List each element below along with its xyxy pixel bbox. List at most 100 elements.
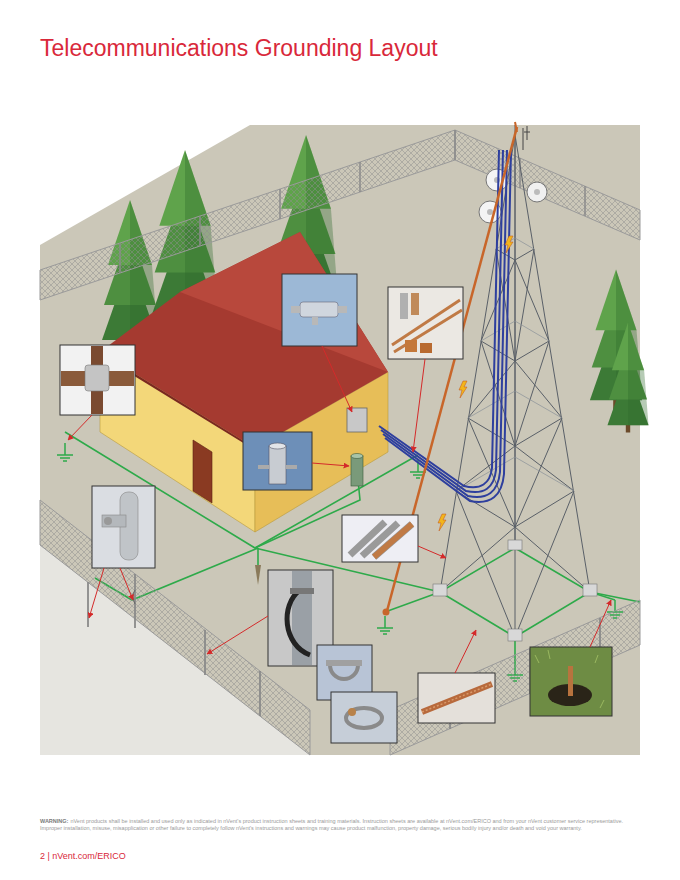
- ground-symbols-part: [57, 443, 73, 461]
- ground-bar-inset-part: [269, 446, 286, 484]
- strap-clamp-inset-part: [331, 692, 397, 743]
- stranded-conductor-inset: [342, 515, 418, 562]
- surge-protector-inset-part: [300, 302, 338, 317]
- stranded-conductor-inset-part: [342, 515, 418, 562]
- leader-arrows-part: [207, 616, 268, 654]
- ground-rods-inset-part: [420, 343, 432, 353]
- fence-clamp-inset-part: [92, 486, 155, 568]
- leader-arrows: [68, 346, 611, 673]
- fence-clamp-inset-part: [104, 517, 112, 525]
- leader-arrows-part: [89, 568, 104, 618]
- ground-plane-part: [40, 125, 640, 755]
- ground-bar-cylinder-part: [351, 456, 363, 486]
- strap-clamp-inset: [331, 692, 397, 743]
- ground-rods-inset-part: [411, 293, 419, 315]
- microwave-dishes-part: [523, 126, 530, 150]
- cable-clamp-inset-part: [85, 365, 109, 391]
- leader-arrows-part: [312, 463, 349, 466]
- u-bolt-clamp-inset-part: [326, 660, 362, 666]
- stranded-conductor-inset-part: [350, 522, 412, 557]
- ground-rods-inset-part: [405, 340, 417, 352]
- surge-protector-inset-part: [291, 306, 300, 313]
- shelter-building-part: [193, 440, 212, 503]
- ground-rod-soil-inset-part: [535, 650, 604, 708]
- strap-clamp-inset-part: [348, 708, 356, 716]
- leader-arrows-part: [418, 546, 446, 558]
- cable-clamp-inset: [60, 345, 135, 415]
- cable-clamp-inset-part: [60, 345, 135, 415]
- leader-arrows-part: [68, 415, 92, 440]
- tower-footings-part: [433, 584, 447, 596]
- surge-protector-inset-part: [312, 317, 318, 325]
- pole-clamp-inset-part: [287, 590, 310, 655]
- ground-rods-inset-part: [388, 287, 463, 359]
- down-conductor-part: [515, 122, 517, 132]
- leader-arrows-part: [120, 568, 133, 600]
- copper-wire-inset-part: [422, 684, 492, 712]
- tower-footings-part: [508, 629, 522, 641]
- front-fence-part: [390, 600, 640, 755]
- ground-rods-inset: [388, 287, 463, 359]
- ground-ring-wires-part: [385, 592, 440, 612]
- ground-bar-inset-part: [269, 443, 286, 449]
- copper-wire-inset: [418, 673, 495, 723]
- lattice-tower-part: [456, 238, 574, 491]
- warning-heading: WARNING:: [40, 818, 68, 824]
- fence-clamp-inset: [92, 486, 155, 568]
- ground-bar-inset: [243, 432, 312, 490]
- warning-text: nVent products shall be installed and us…: [40, 818, 623, 831]
- coax-cables-part: [385, 150, 511, 502]
- ground-bar-cylinder-part: [351, 454, 363, 459]
- surge-protector-inset-part: [338, 306, 347, 313]
- leader-arrows-part: [322, 346, 352, 412]
- shelter-building-part: [180, 232, 388, 372]
- lightning-bolts-part: [438, 514, 446, 531]
- coax-cables: [379, 150, 511, 502]
- coax-cables-part: [379, 150, 499, 487]
- copper-wire-inset-part: [422, 684, 492, 712]
- surge-protector-inset-part: [282, 274, 357, 346]
- down-conductor-part: [383, 609, 390, 616]
- warning-block: WARNING:nVent products shall be installe…: [40, 818, 636, 832]
- shelter-building-part: [347, 408, 367, 432]
- pole-clamp-inset-part: [290, 588, 314, 594]
- tower-footings: [433, 540, 597, 641]
- page-footer: 2 | nVent.com/ERICO: [40, 851, 126, 861]
- ground-rods-inset-part: [400, 293, 408, 319]
- ground-bar-inset-part: [258, 465, 269, 469]
- strap-clamp-inset-part: [346, 708, 382, 728]
- lattice-tower: [440, 125, 590, 637]
- ground-symbols-part: [377, 616, 393, 634]
- coax-cables-part: [381, 150, 503, 492]
- ground-bar-cylinder: [351, 454, 363, 487]
- lattice-tower-part: [515, 249, 590, 637]
- copper-wire-inset-part: [418, 673, 495, 723]
- ground-rods-inset-part: [392, 300, 462, 352]
- back-trees-part: [607, 323, 648, 433]
- surge-protector-inset: [282, 274, 357, 346]
- lightning-bolts-part: [505, 236, 513, 253]
- leader-arrows-part: [413, 359, 425, 452]
- ground-rod-soil-inset-part: [530, 647, 612, 716]
- stranded-conductor-inset-part: [374, 524, 412, 557]
- ground-bar-inset-part: [243, 432, 312, 490]
- lightning-bolts-part: [459, 381, 467, 398]
- coax-cables-part: [383, 150, 507, 497]
- leader-arrows-part: [455, 630, 476, 673]
- ground-rod-soil-inset: [530, 647, 612, 716]
- u-bolt-clamp-inset-part: [330, 665, 358, 679]
- lightning-bolts: [438, 236, 513, 531]
- microwave-dishes-part: [527, 182, 547, 202]
- ground-symbols-part: [255, 565, 261, 585]
- tower-footings-part: [508, 540, 522, 550]
- fence-clamp-inset-part: [102, 515, 126, 527]
- ground-plane: [40, 125, 640, 755]
- back-fence-part: [455, 130, 640, 240]
- leader-arrows-part: [590, 600, 611, 647]
- ground-bar-inset-part: [286, 465, 297, 469]
- product-insets: [60, 274, 612, 743]
- tower-footings-part: [583, 584, 597, 596]
- microwave-dishes-part: [534, 189, 540, 195]
